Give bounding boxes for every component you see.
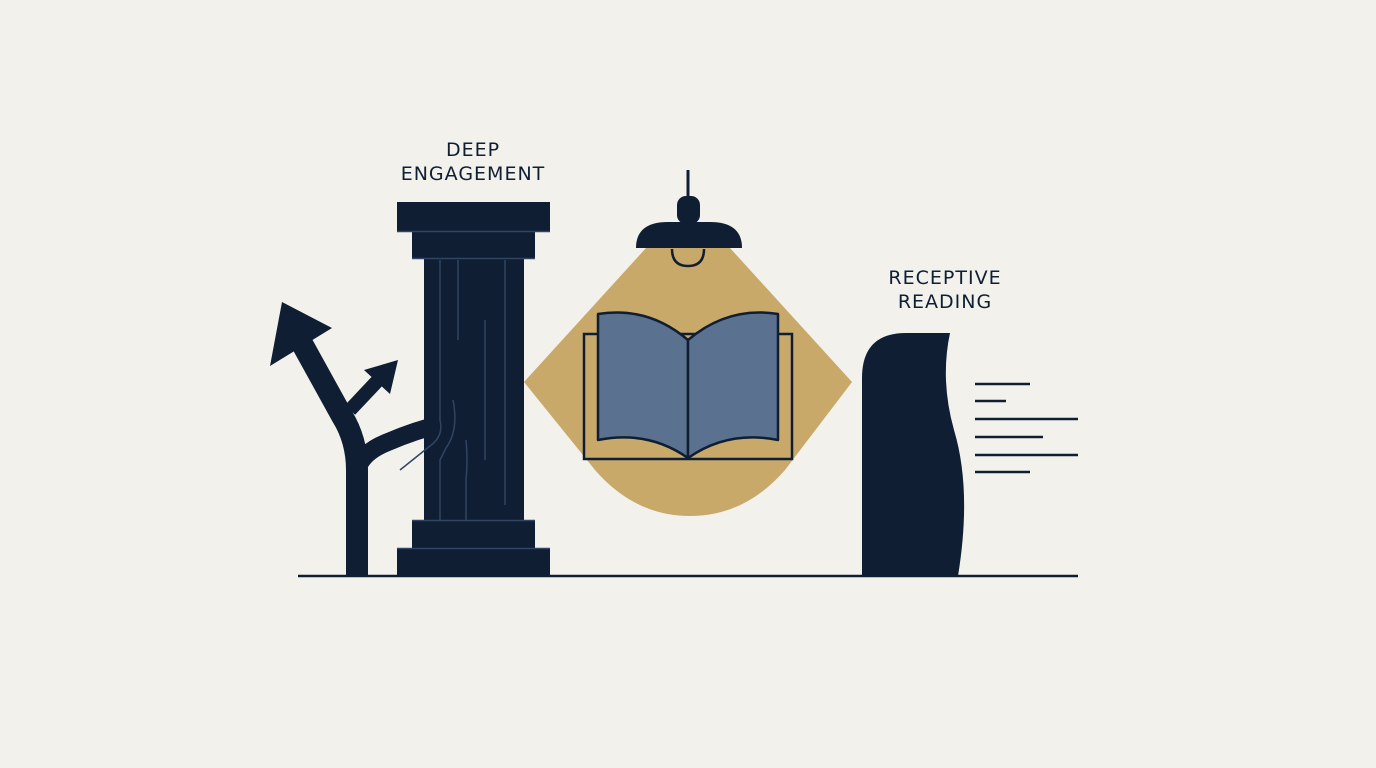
- pendant-lamp-icon: [636, 170, 742, 268]
- receptive-reading-label-line-2: READING: [897, 291, 993, 313]
- deep-engagement-label-line-2: ENGAGEMENT: [400, 163, 546, 185]
- deep-engagement-label-line-1: DEEP: [445, 139, 501, 161]
- pillar-icon: [397, 202, 550, 576]
- deep-engagement-label: DEEP ENGAGEMENT: [373, 138, 573, 186]
- receptive-reading-label: RECEPTIVE READING: [845, 266, 1045, 314]
- receptive-reading-label-line-1: RECEPTIVE: [888, 267, 1002, 289]
- headstone-silhouette-icon: [862, 333, 965, 576]
- open-book-icon: [582, 311, 794, 461]
- motion-lines-icon: [975, 382, 1078, 474]
